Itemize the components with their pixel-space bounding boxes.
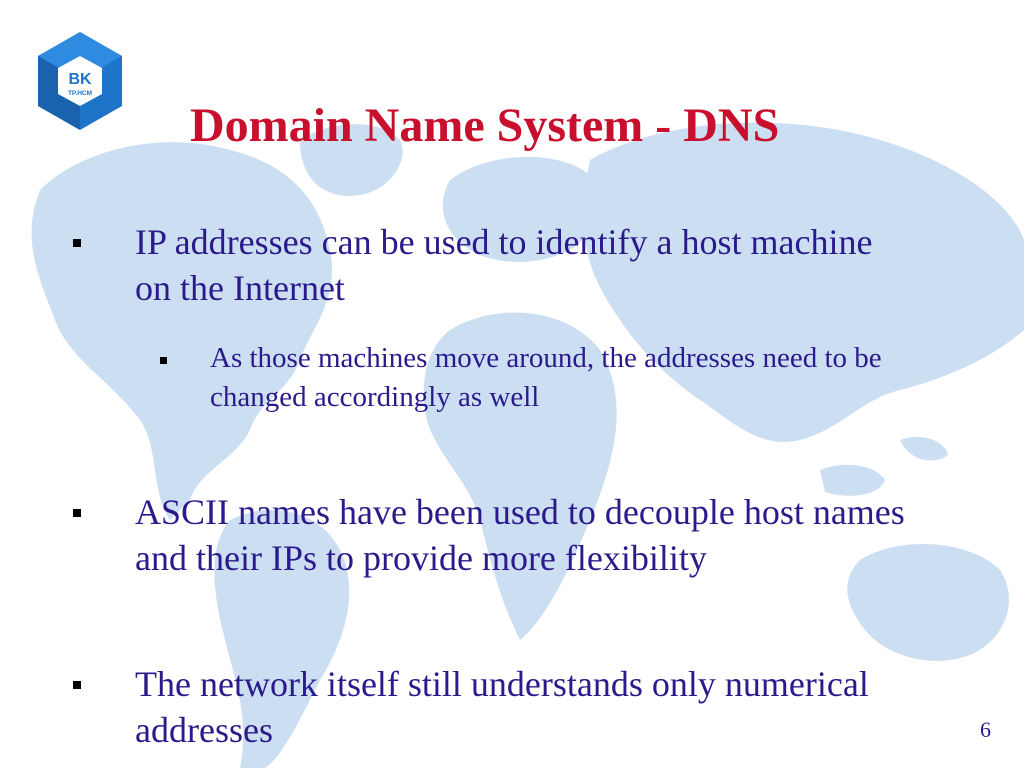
bullet-text: The network itself still understands onl…	[135, 664, 869, 750]
bullet-text: IP addresses can be used to identify a h…	[135, 222, 873, 308]
slide-title: Domain Name System - DNS	[190, 99, 780, 152]
logo-text-bk: BK	[68, 71, 92, 88]
bullet-square-icon	[73, 681, 81, 689]
bullet-square-icon	[73, 509, 81, 517]
logo-text-tphcm: TP.HCM	[68, 90, 92, 97]
bullet-text: As those machines move around, the addre…	[210, 342, 882, 413]
bullet-square-icon	[73, 239, 81, 247]
bullet-square-icon	[160, 357, 167, 364]
bk-logo: BK TP.HCM	[38, 32, 122, 130]
bullet-text: ASCII names have been used to decouple h…	[135, 492, 905, 578]
page-number: 6	[980, 717, 991, 742]
